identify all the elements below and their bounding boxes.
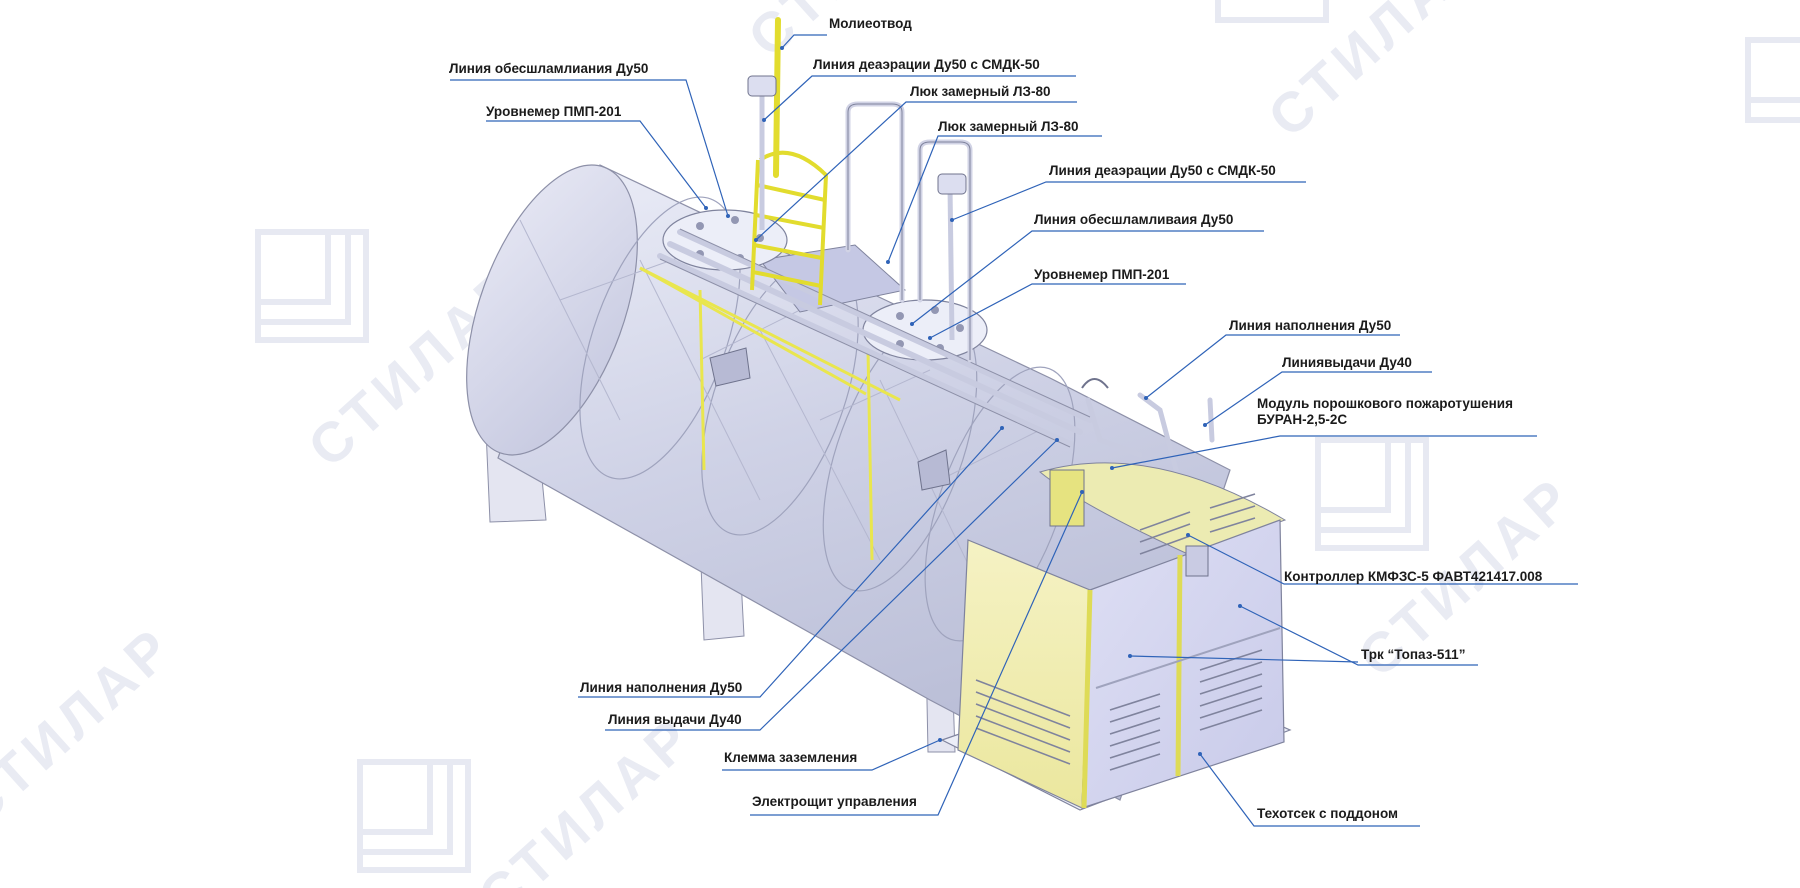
label-lightning-rod: Молиеотвод [829, 16, 912, 31]
stilar-logo-icon [1745, 37, 1800, 123]
stilar-logo-icon [1215, 0, 1329, 23]
label-hatch-2: Люк замерный ЛЗ-80 [938, 119, 1078, 134]
breathing-valve [747, 75, 967, 341]
label-fill-line-left: Линия наполнения Ду50 [580, 680, 742, 695]
pipe-bundle [657, 229, 1093, 447]
outlet-pipes [1085, 392, 1215, 473]
label-control-panel: Электрощит управления [752, 794, 917, 809]
label-hatch-1: Люк замерный ЛЗ-80 [910, 84, 1050, 99]
tank-bracket [917, 449, 951, 491]
tank-bracket [709, 347, 751, 387]
label-tech-compartment: Техотсек с поддоном [1257, 806, 1398, 821]
tank-end-cap [466, 164, 638, 456]
stilar-logo-icon [357, 759, 471, 873]
tech-compartment-illustration [940, 462, 1292, 811]
label-sludge-line-right: Линия обесшламливаия Ду50 [1034, 212, 1233, 227]
label-sludge-line-top: Линия обесшламлиания Ду50 [449, 61, 648, 76]
label-dispense-line-right: Линиявыдачи Ду40 [1282, 355, 1412, 370]
label-dispenser: Трк “Топаз-511” [1361, 647, 1465, 662]
watermark-layer [255, 0, 1800, 873]
watermark-text: СТИЛАР [466, 704, 706, 888]
label-fire-module-line2: БУРАН-2,5-2С [1257, 412, 1347, 427]
leader-lines [450, 34, 1578, 827]
label-deaeration-line-top: Линия деаэрации Ду50 с СМДК-50 [813, 57, 1040, 72]
label-ground-terminal: Клемма заземления [724, 750, 857, 765]
label-controller: Контроллер КМФЗС-5 ФАВТ421417.008 [1284, 569, 1543, 584]
label-deaeration-line-right: Линия деаэрации Ду50 с СМДК-50 [1049, 163, 1276, 178]
lightning-rod [773, 17, 781, 178]
label-level-gauge-top: Уровнемер ПМП-201 [486, 104, 622, 119]
lifting-lug [1081, 378, 1109, 389]
pipe-bundle-outline [659, 228, 1091, 448]
label-dispense-line-left: Линия выдачи Ду40 [608, 712, 742, 727]
label-fill-line-right: Линия наполнения Ду50 [1229, 318, 1391, 333]
yellow-ladder [750, 150, 828, 306]
stilar-logo-icon [1315, 437, 1429, 551]
leader-arrowheads [704, 46, 1242, 756]
handrail-outline [847, 103, 971, 360]
yellow-pipe [639, 266, 901, 402]
label-fire-module-line1: Модуль порошкового пожаротушения [1257, 396, 1513, 411]
stilar-logo-icon [255, 229, 369, 343]
watermark-text: СТИЛАР [0, 614, 186, 839]
tank-illustration [466, 17, 1292, 811]
label-level-gauge-right: Уровнемер ПМП-201 [1034, 267, 1170, 282]
callout-labels: Молиеотвод Линия обесшламлиания Ду50 Лин… [449, 16, 1543, 821]
